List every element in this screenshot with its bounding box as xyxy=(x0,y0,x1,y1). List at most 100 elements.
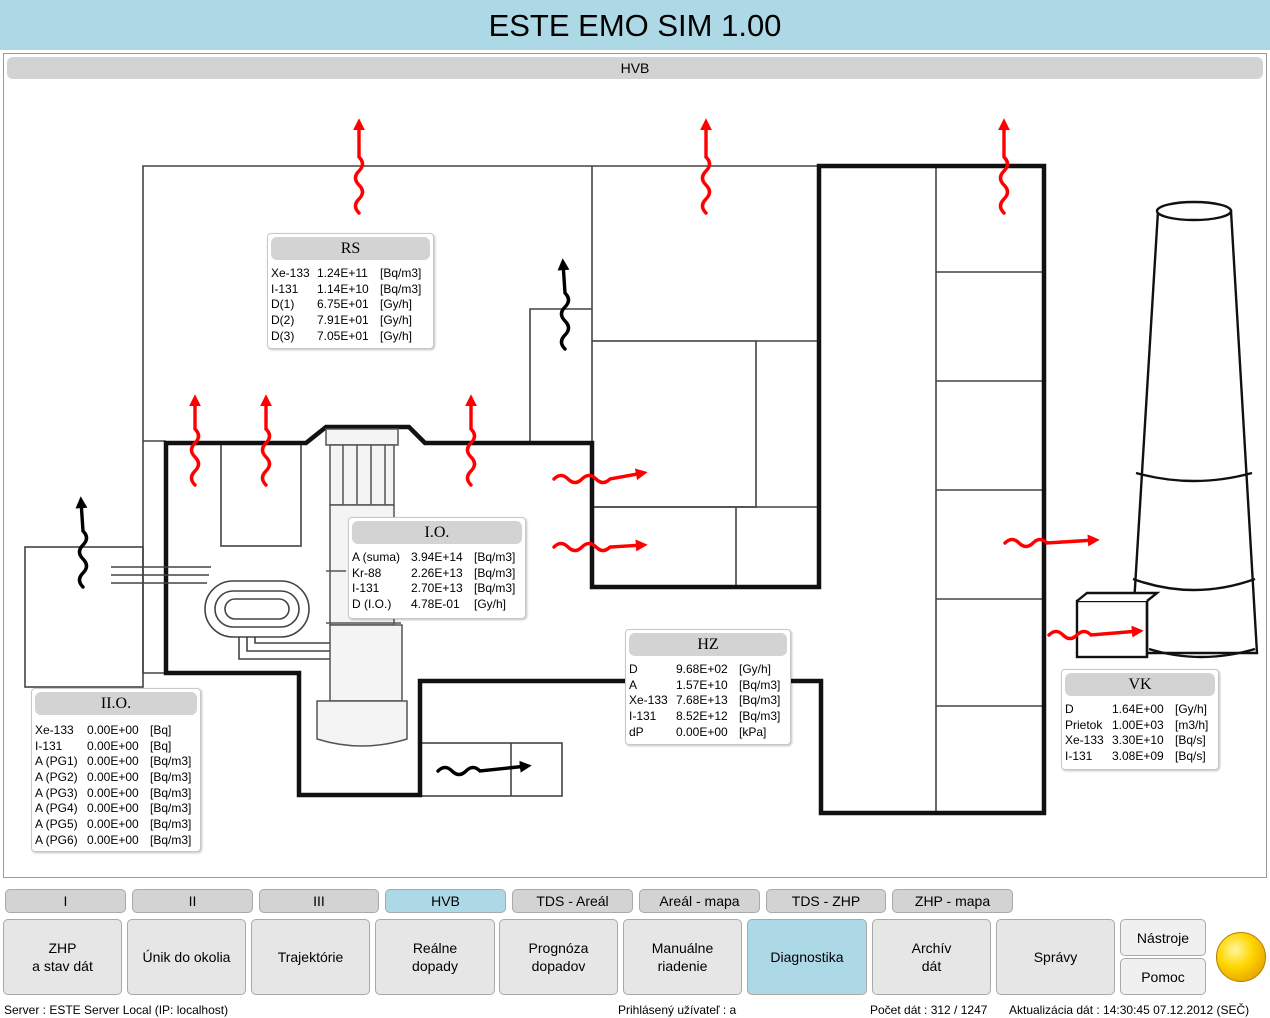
row-value: 6.75E+01 xyxy=(317,297,369,312)
row-label: I-131 xyxy=(352,581,380,596)
row-value: 8.52E+12 xyxy=(676,709,728,724)
flow-arrows xyxy=(75,258,571,777)
row-value: 1.24E+11 xyxy=(317,266,368,280)
red-release-arrow-icon xyxy=(700,118,712,215)
tools-button[interactable]: Nástroje xyxy=(1120,919,1206,956)
trajectories-button[interactable]: Trajektórie xyxy=(251,919,370,995)
row-value: 0.00E+00 xyxy=(87,817,139,832)
row-value: 4.78E-01 xyxy=(411,597,460,612)
row-value: 3.30E+10 xyxy=(1112,733,1164,748)
red-release-arrow-icon xyxy=(1003,534,1100,549)
red-release-arrow-icon xyxy=(552,468,648,485)
row-unit: [Bq/m3] xyxy=(150,785,192,800)
row-label: Xe-133 xyxy=(35,723,74,737)
iio-row: A (PG3)0.00E+00[Bq/m3] xyxy=(35,786,197,802)
row-unit: [Bq] xyxy=(150,723,172,737)
iio-row: A (PG4)0.00E+00[Bq/m3] xyxy=(35,801,197,817)
black-flow-arrow-icon xyxy=(436,760,532,777)
row-unit: [Gy/h] xyxy=(1175,702,1208,716)
hermetic-zone xyxy=(163,163,1047,816)
impact-forecast-button[interactable]: Prognóza dopadov xyxy=(499,919,618,995)
tab-hvb[interactable]: HVB xyxy=(385,889,506,913)
row-label: D(1) xyxy=(271,297,295,312)
row-label: I-131 xyxy=(35,738,63,753)
row-label: A (PG5) xyxy=(35,817,78,832)
row-value: 0.00E+00 xyxy=(87,754,139,769)
row-unit: [m3/h] xyxy=(1175,717,1209,732)
tab-tds-zhp[interactable]: TDS - ZHP xyxy=(766,889,886,913)
row-value: 1.00E+03 xyxy=(1112,717,1164,732)
row-value: 0.00E+00 xyxy=(87,801,139,816)
row-value: 7.05E+01 xyxy=(317,328,369,343)
release-button[interactable]: Únik do okolia xyxy=(127,919,246,995)
row-unit: [Bq/m3] xyxy=(380,281,422,296)
row-value: 2.26E+13 xyxy=(411,565,463,580)
iio-row: A (PG6)0.00E+00[Bq/m3] xyxy=(35,833,197,849)
row-unit: [Bq/m3] xyxy=(150,801,192,816)
red-release-arrow-icon xyxy=(1047,625,1144,641)
real-impacts-button[interactable]: Reálne dopady xyxy=(375,919,495,995)
steam-generator-icon xyxy=(111,566,330,660)
row-label: A xyxy=(629,677,638,692)
tab-areal-mapa[interactable]: Areál - mapa xyxy=(639,889,760,913)
vk-box-title: VK xyxy=(1065,673,1215,696)
data-archive-button[interactable]: Archív dát xyxy=(872,919,991,995)
row-unit: [Gy/h] xyxy=(474,597,507,612)
iio-row: A (PG1)0.00E+00[Bq/m3] xyxy=(35,754,197,770)
tab-zhp-mapa[interactable]: ZHP - mapa xyxy=(892,889,1013,913)
rs-row-d1: D(1)6.75E+01[Gy/h] xyxy=(271,297,430,313)
row-label: Xe-133 xyxy=(1065,733,1104,748)
red-release-arrow-icon xyxy=(353,118,365,215)
logged-user: Prihlásený užívateľ : a xyxy=(618,1003,737,1017)
row-value: 2.70E+13 xyxy=(411,581,463,596)
red-release-arrow-icon xyxy=(465,394,477,487)
row-value: 1.14E+10 xyxy=(317,281,369,296)
row-value: 0.00E+00 xyxy=(676,724,728,739)
help-button[interactable]: Pomoc xyxy=(1120,958,1206,995)
messages-button[interactable]: Správy xyxy=(996,919,1115,995)
rs-row-d3: D(3)7.05E+01[Gy/h] xyxy=(271,329,430,345)
building-outline xyxy=(24,165,1044,813)
row-unit: [Bq/m3] xyxy=(474,581,516,596)
row-value: 9.68E+02 xyxy=(676,662,728,676)
row-value: 0.00E+00 xyxy=(87,738,139,753)
black-flow-arrow-icon xyxy=(75,496,89,589)
row-label: A (PG2) xyxy=(35,770,78,785)
zhp-data-state-button[interactable]: ZHP a stav dát xyxy=(3,919,122,995)
manual-control-button[interactable]: Manuálne riadenie xyxy=(623,919,742,995)
row-unit: [Bq/m3] xyxy=(474,550,516,564)
row-label: D(2) xyxy=(271,313,295,328)
panel-header: HVB xyxy=(7,57,1263,79)
row-unit: [Bq/m3] xyxy=(150,832,192,847)
row-unit: [Bq/m3] xyxy=(150,770,192,785)
row-label: Prietok xyxy=(1065,717,1103,732)
row-unit: [kPa] xyxy=(739,724,767,739)
row-label: D(3) xyxy=(271,328,295,343)
rs-box-title: RS xyxy=(271,237,430,260)
row-unit: [Bq/m3] xyxy=(739,693,781,708)
red-release-arrow-icon xyxy=(552,539,648,553)
tab-i[interactable]: I xyxy=(5,889,126,913)
tab-ii[interactable]: II xyxy=(132,889,253,913)
row-label: A (PG1) xyxy=(35,754,78,769)
row-label: Xe-133 xyxy=(629,693,668,708)
tab-tds-areal[interactable]: TDS - Areál xyxy=(512,889,633,913)
tab-iii[interactable]: III xyxy=(259,889,379,913)
diagnostics-button[interactable]: Diagnostika xyxy=(747,919,867,995)
status-bar: Server : ESTE Server Local (IP: localhos… xyxy=(0,1001,1270,1018)
